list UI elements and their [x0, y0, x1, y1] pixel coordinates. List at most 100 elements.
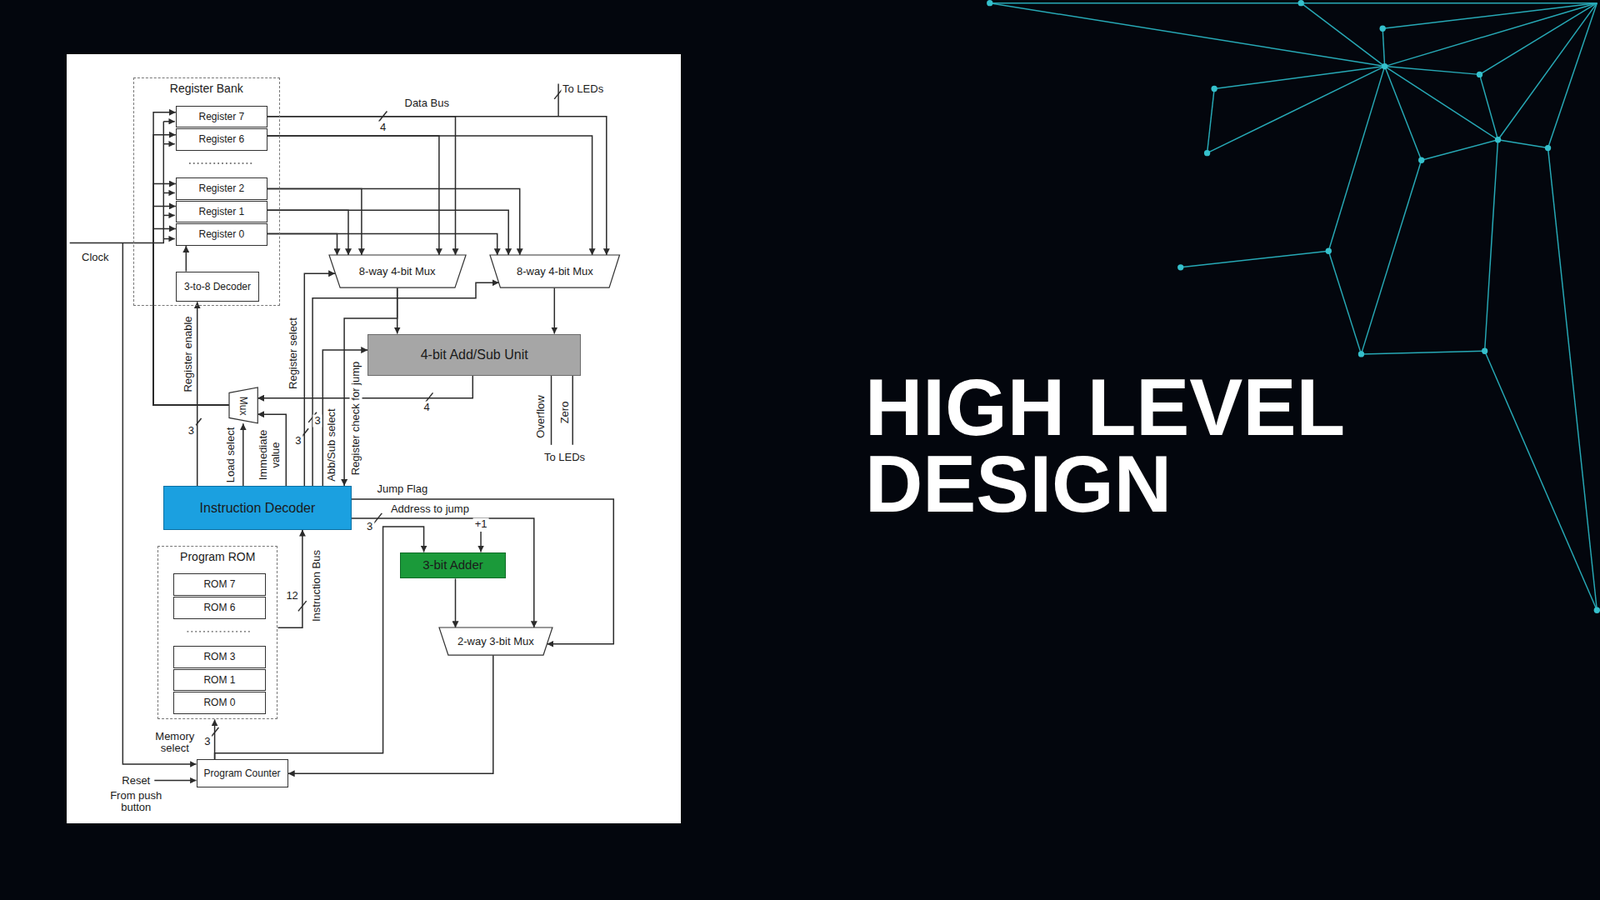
network-dot — [1594, 607, 1600, 614]
signal-wire — [267, 135, 593, 255]
signal-label: Abb/Sub select — [325, 406, 339, 483]
block-label: Register 6 — [199, 133, 245, 145]
wire-line — [163, 143, 175, 145]
wire-line — [1328, 250, 1361, 355]
wire-line — [1385, 66, 1499, 140]
diagram-label: Overflow — [535, 393, 548, 440]
figure-part — [70, 84, 574, 781]
block-box: Register 1 — [175, 200, 268, 223]
block-label: 3-bit Adder — [422, 557, 484, 573]
diagram-label: 3 — [313, 414, 323, 427]
signal-wire — [267, 116, 607, 256]
wire-line — [1180, 250, 1330, 268]
block-label: Mux — [237, 395, 250, 415]
group-box: Program ROMROM 7ROM 6ROM 3ROM 1ROM 0 — [157, 545, 278, 720]
block-box: ROM 7 — [173, 573, 265, 596]
block-label: 8-way 4-bit Mux — [516, 265, 594, 279]
wire-line — [1485, 350, 1598, 610]
network-dot — [1380, 25, 1386, 32]
block-box: ROM 6 — [173, 596, 265, 620]
wire-line — [189, 162, 253, 164]
signal-wire — [185, 245, 188, 272]
block-label: Instruction Decoder — [200, 500, 316, 516]
block-label: Register 7 — [199, 110, 245, 123]
diagram-label: 3 — [202, 735, 212, 749]
wire-line — [550, 375, 552, 445]
diagram-label: Data Bus — [402, 96, 450, 110]
signal-wire — [267, 234, 338, 256]
group-box: Register BankRegister 7Register 6Registe… — [133, 77, 280, 306]
block-label: 4-bit Add/Sub Unit — [420, 346, 529, 363]
block-box: Instruction Decoder — [163, 485, 351, 530]
wire-line — [1480, 3, 1598, 75]
diagram-label: Reset — [120, 774, 152, 787]
diagram-label: +1 — [473, 518, 490, 531]
network-dot — [1481, 348, 1488, 355]
wire-line — [1498, 140, 1549, 149]
block-label: 8-way 4-bit Mux — [359, 265, 436, 279]
diagram-label: 3 — [365, 520, 375, 533]
signal-wire — [455, 578, 457, 628]
signal-wire — [288, 655, 494, 774]
signal-wire — [312, 282, 500, 486]
group-heading: Program ROM — [158, 550, 277, 565]
signal-wire — [267, 189, 520, 256]
wire-line — [1214, 66, 1385, 90]
block-box: ROM 1 — [173, 669, 265, 691]
diagram-label: To LEDs — [560, 82, 605, 95]
signal-wire — [196, 301, 199, 486]
block-box: 4-bit Add/Sub Unit — [367, 334, 581, 376]
mux-trapezoid: 8-way 4-bit Mux — [329, 255, 466, 288]
wire-line — [1385, 3, 1598, 67]
network-dot — [986, 0, 993, 6]
block-box: Register 2 — [175, 177, 268, 200]
signal-wire — [153, 228, 230, 405]
block-label: 2-way 3-bit Mux — [457, 635, 535, 649]
wire-line — [1207, 89, 1215, 154]
wire-line — [480, 531, 481, 552]
block-label: ROM 0 — [203, 696, 235, 709]
signal-wire — [267, 234, 498, 256]
wiring-layer — [66, 54, 681, 824]
signal-label: Load select — [225, 425, 238, 485]
signal-wire — [351, 518, 535, 628]
block-box: 3-to-8 Decoder — [175, 271, 260, 303]
diagram-label: 4 — [422, 400, 432, 414]
shape-polygon — [439, 627, 553, 655]
diagram-label: 3 — [293, 435, 303, 448]
network-dot — [1298, 0, 1305, 6]
block-label: Register 0 — [199, 228, 245, 240]
signal-wire — [267, 135, 440, 255]
block-box: 3-bit Adder — [400, 552, 505, 580]
shape-polygon — [229, 387, 258, 424]
block-box: Program Counter — [196, 759, 289, 788]
network-dot — [1204, 150, 1210, 156]
network-dot — [1381, 63, 1388, 70]
diagram-label: Clock — [80, 250, 111, 264]
signal-label: Register select — [286, 315, 300, 391]
diagram-label: From push button — [107, 790, 165, 815]
block-label: ROM 7 — [203, 578, 235, 590]
signal-wire — [322, 350, 368, 486]
wire-line — [1300, 3, 1385, 67]
wire-line — [154, 780, 196, 781]
wire-line — [163, 215, 175, 216]
shape-polygon — [490, 255, 620, 288]
signal-wire — [278, 530, 303, 629]
signal-wire — [554, 287, 556, 334]
signal-wire — [267, 189, 362, 256]
signal-label: Address to jump — [389, 503, 471, 516]
signal-wire — [257, 414, 286, 486]
wire-line — [70, 121, 165, 244]
block-box: ROM 0 — [173, 691, 265, 715]
signal-label: Immediate value — [257, 425, 283, 485]
block-box: Register 7 — [175, 105, 268, 128]
wire-line — [1548, 148, 1598, 611]
network-dot — [1476, 71, 1483, 78]
wire-line — [1360, 350, 1485, 355]
slide-title: HIGH LEVEL DESIGN — [865, 362, 1344, 529]
wire-line — [1207, 66, 1385, 154]
diagram-label: Zero — [558, 399, 571, 425]
signal-wire — [351, 499, 615, 645]
